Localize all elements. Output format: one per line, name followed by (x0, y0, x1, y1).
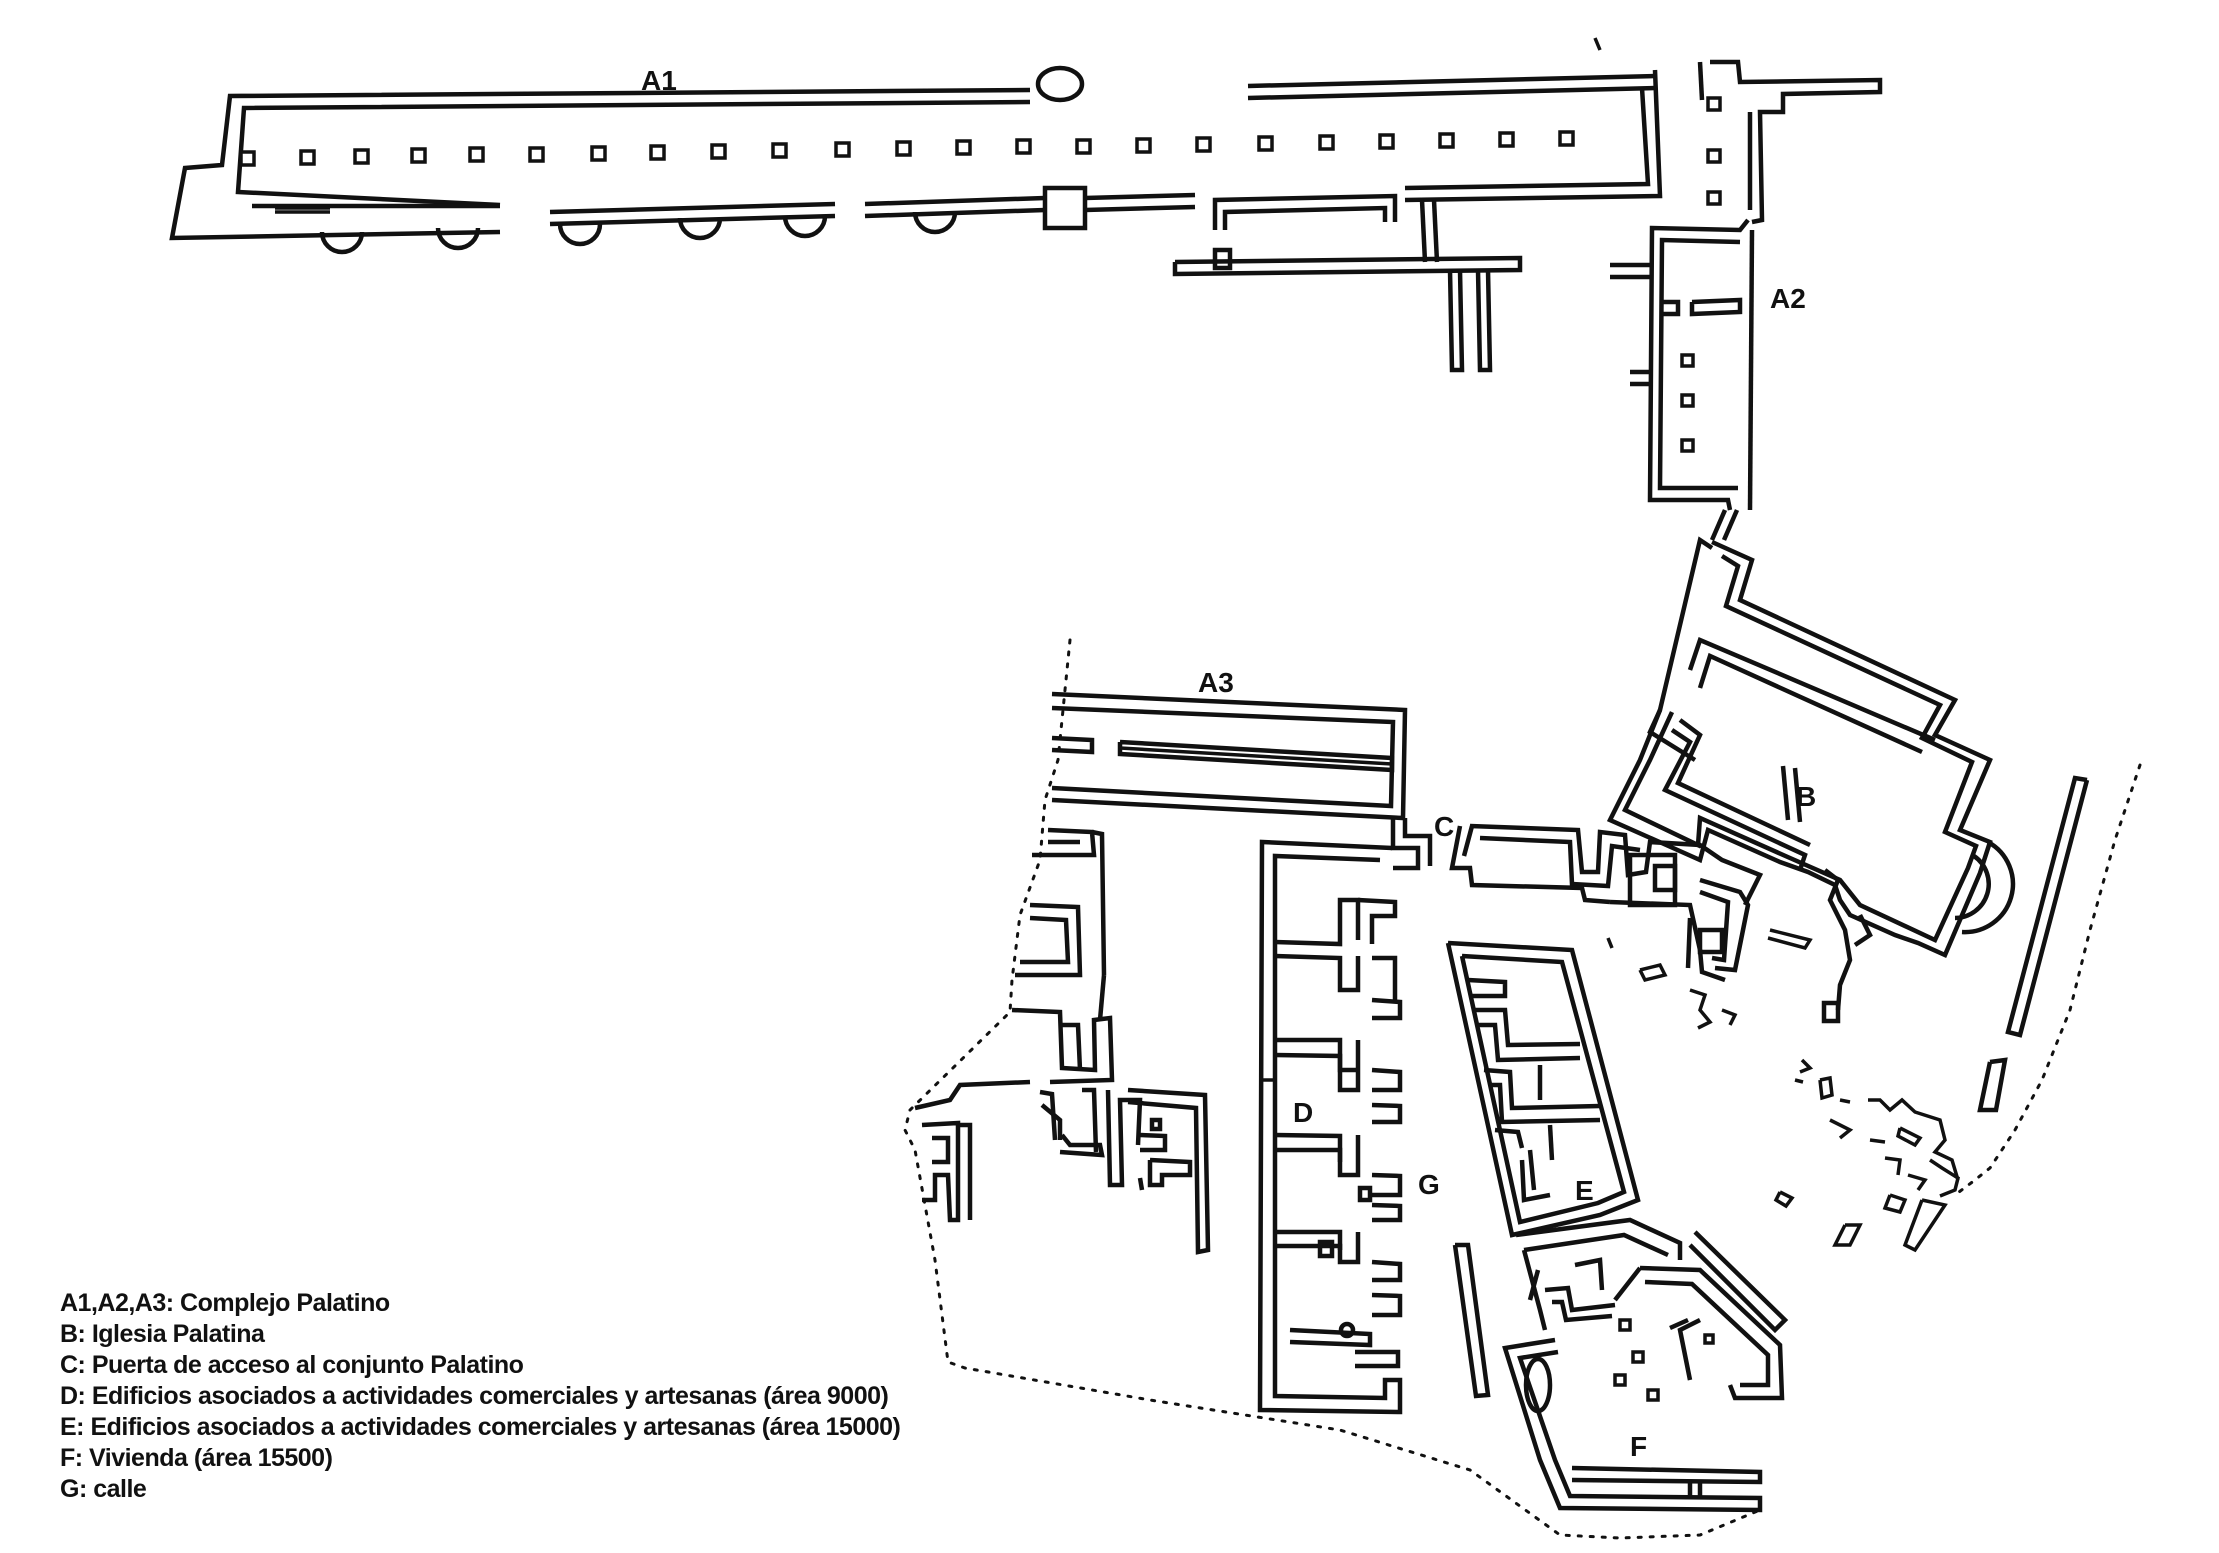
label-b: B (1796, 781, 1816, 812)
label-c: C (1434, 811, 1454, 842)
building-d (1257, 839, 1403, 1415)
isolated-wall (1452, 1242, 1491, 1399)
building-e (1445, 940, 1641, 1238)
building-a2 (1610, 59, 1883, 541)
building-a3 (1051, 691, 1433, 871)
legend-item-e: E: Edificios asociados a actividades com… (60, 1413, 901, 1441)
a1-piers (239, 130, 1575, 167)
building-a1 (169, 65, 1663, 255)
legend-item-d: D: Edificios asociados a actividades com… (60, 1382, 889, 1410)
site-boundary (903, 37, 2142, 1540)
label-d: D (1293, 1097, 1313, 1128)
legend-item-a: A1,A2,A3: Complejo Palatino (60, 1289, 390, 1317)
label-e: E (1575, 1175, 1594, 1206)
a1-south-rooms (1172, 193, 1523, 373)
eastern-walls (1977, 775, 2090, 1113)
legend-item-b: B: Iglesia Palatina (60, 1320, 265, 1348)
plan-labels: A1 A2 A3 B C D E F G (641, 65, 1816, 1462)
legend-item-c: C: Puerta de acceso al conjunto Palatino (60, 1351, 524, 1379)
western-buildings (914, 827, 1211, 1255)
building-f (1502, 1217, 1789, 1513)
label-a2: A2 (1770, 283, 1806, 314)
label-g: G (1418, 1169, 1440, 1200)
gate-c (1449, 823, 1764, 983)
building-b-church (1606, 536, 2016, 1024)
legend-item-f: F: Vivienda (área 15500) (60, 1444, 333, 1472)
label-f: F (1630, 1431, 1647, 1462)
label-a3: A3 (1198, 667, 1234, 698)
legend: A1,A2,A3: Complejo Palatino B: Iglesia P… (60, 1288, 901, 1505)
label-a1: A1 (641, 65, 677, 96)
legend-item-g: G: calle (60, 1475, 147, 1503)
scattered-fragments (1606, 928, 1961, 1253)
